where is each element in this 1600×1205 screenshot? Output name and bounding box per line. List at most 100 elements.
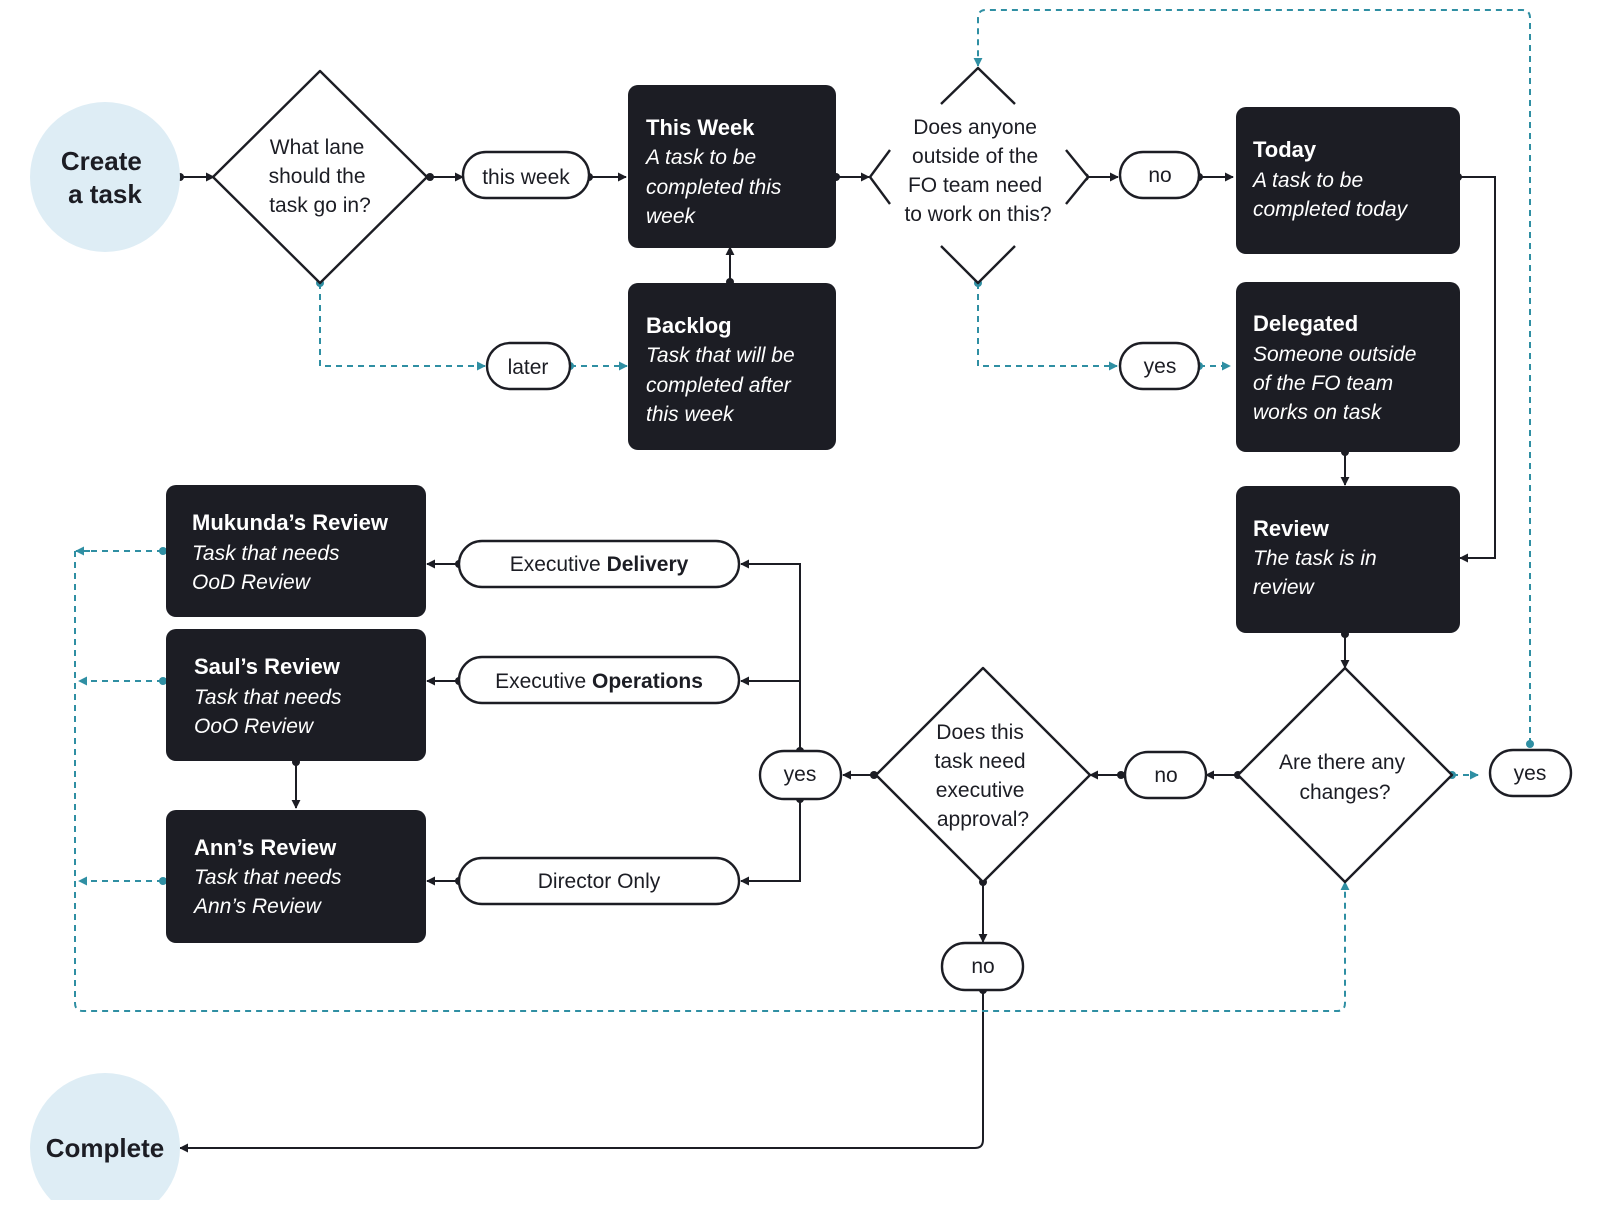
this-week-desc-2: completed this — [646, 176, 782, 199]
approval-decision: Does this task need executive approval? — [874, 666, 1092, 884]
box-today: Today A task to be completed today — [1236, 107, 1460, 254]
start-line-2: a task — [68, 179, 142, 209]
pill-executive-delivery: Executive Delivery — [457, 539, 741, 589]
pill-no-outside: no — [1118, 150, 1201, 200]
edge-no-to-complete — [179, 990, 984, 1153]
pill-no-changes-text: no — [1154, 764, 1177, 787]
pill-later-text: later — [508, 356, 549, 379]
pill-later: later — [485, 341, 572, 391]
box-backlog: Backlog Task that will be completed afte… — [628, 283, 836, 450]
edge-lane-to-later — [319, 283, 486, 371]
svg-text:Create a task: Create a task — [61, 146, 149, 209]
pill-yes-outside-text: yes — [1144, 355, 1177, 378]
backlog-desc-3: this week — [646, 403, 735, 426]
connectors — [74, 9, 1534, 1153]
pill-no-changes: no — [1123, 750, 1208, 800]
review-desc-1: The task is in — [1253, 547, 1377, 570]
svg-text:Are there any changes?: Are there any changes? — [1279, 751, 1411, 804]
svg-text:Someone outside of the F: Someone outside of the FO team works on … — [1253, 343, 1422, 424]
edge-outside-to-yes — [977, 283, 1118, 371]
edge-yes-to-director — [740, 799, 801, 886]
mukunda-title: Mukunda’s Review — [192, 510, 389, 535]
pill-no-approval: no — [940, 941, 1025, 992]
exec-operations-bold: Operations — [592, 670, 703, 693]
this-week-title: This Week — [646, 115, 755, 140]
this-week-desc-3: week — [646, 205, 697, 228]
pill-no-approval-text: no — [971, 955, 994, 978]
svg-text:What lane should the: What lane should the task go in? — [269, 136, 372, 217]
ann-desc-2: Ann’s Review — [192, 895, 323, 918]
pill-yes-approval-text: yes — [784, 763, 817, 786]
pill-yes-outside: yes — [1118, 341, 1201, 391]
edge-today-to-review — [1458, 176, 1496, 563]
complete-label: Complete — [46, 1133, 164, 1163]
delegated-desc-2: of the FO team — [1253, 372, 1393, 395]
ann-title: Ann’s Review — [194, 835, 337, 860]
pill-this-week: this week — [461, 150, 591, 200]
pill-this-week-text: this week — [482, 166, 570, 189]
today-desc-2: completed today — [1253, 198, 1409, 221]
svg-text:A task to be completed t: A task to be completed this week — [644, 146, 787, 228]
svg-text:Does this task need: Does this task need executive approval? — [935, 721, 1032, 831]
svg-text:A task to be completed t: A task to be completed today — [1251, 169, 1409, 221]
box-ann-review: Ann’s Review Task that needs Ann’s Revie… — [166, 810, 426, 943]
backlog-desc-2: completed after — [646, 374, 792, 397]
outside-decision: Does anyone outside of the FO team need … — [868, 66, 1090, 285]
start-terminal: Create a task — [30, 102, 180, 252]
edge-yes-loop-to-outside — [973, 9, 1531, 744]
box-delegated: Delegated Someone outside of the FO team… — [1236, 282, 1460, 452]
box-this-week: This Week A task to be completed this we… — [628, 85, 836, 248]
changes-q-line-2: changes? — [1299, 781, 1390, 804]
pill-executive-operations: Executive Operations — [457, 655, 741, 705]
review-desc-2: review — [1253, 576, 1316, 599]
svg-text:The task is in review: The task is in review — [1253, 547, 1383, 599]
today-desc-1: A task to be — [1251, 169, 1363, 192]
ann-desc-1: Task that needs — [194, 866, 342, 889]
backlog-title: Backlog — [646, 313, 732, 338]
exec-operations-prefix: Executive — [495, 670, 592, 693]
approval-q-line-4: approval? — [937, 808, 1029, 831]
mukunda-desc-2: OoD Review — [192, 571, 312, 594]
lane-decision: What lane should the task go in? — [211, 69, 429, 285]
changes-q-line-1: Are there any — [1279, 751, 1406, 774]
svg-text:Does anyone outside of t: Does anyone outside of the FO team need … — [904, 116, 1051, 226]
exec-delivery-prefix: Executive — [510, 553, 607, 576]
mukunda-desc-1: Task that needs — [192, 542, 340, 565]
pill-director-only: Director Only — [457, 856, 741, 906]
saul-desc-2: OoO Review — [194, 715, 315, 738]
box-saul-review: Saul’s Review Task that needs OoO Review — [166, 629, 426, 761]
pill-director-only-text: Director Only — [538, 870, 661, 893]
svg-text:Task that needs OoO Revi: Task that needs OoO Review — [194, 686, 347, 738]
edge-yes-to-delivery — [740, 559, 801, 751]
box-review: Review The task is in review — [1236, 486, 1460, 633]
pill-exec-delivery-text: Executive Delivery — [510, 553, 689, 576]
pill-exec-operations-text: Executive Operations — [495, 670, 703, 693]
approval-q-line-1: Does this — [936, 721, 1024, 744]
approval-q-line-2: task need — [935, 750, 1026, 773]
edge-reviews-return-to-changes — [74, 550, 1350, 1012]
delegated-desc-3: works on task — [1253, 401, 1383, 424]
approval-q-line-3: executive — [936, 779, 1025, 802]
pill-yes-changes: yes — [1488, 748, 1573, 798]
saul-desc-1: Task that needs — [194, 686, 342, 709]
pill-yes-changes-text: yes — [1514, 762, 1547, 785]
delegated-desc-1: Someone outside — [1253, 343, 1416, 366]
lane-q-line-1: What lane — [270, 136, 365, 159]
start-line-1: Create — [61, 146, 142, 176]
end-terminal: Complete — [30, 1073, 180, 1205]
outside-q-line-1: Does anyone — [913, 116, 1037, 139]
changes-decision: Are there any changes? — [1236, 666, 1454, 884]
review-title: Review — [1253, 516, 1330, 541]
exec-delivery-bold: Delivery — [607, 553, 689, 576]
svg-text:Task that needs OoD Revi: Task that needs OoD Review — [192, 542, 345, 594]
pill-no-outside-text: no — [1148, 164, 1171, 187]
delegated-title: Delegated — [1253, 311, 1358, 336]
outside-q-line-2: outside of the — [912, 145, 1038, 168]
box-mukunda-review: Mukunda’s Review Task that needs OoD Rev… — [166, 485, 426, 617]
outside-q-line-4: to work on this? — [904, 203, 1051, 226]
lane-q-line-2: should the — [269, 165, 366, 188]
outside-q-line-3: FO team need — [908, 174, 1042, 197]
this-week-desc-1: A task to be — [644, 146, 756, 169]
today-title: Today — [1253, 137, 1317, 162]
